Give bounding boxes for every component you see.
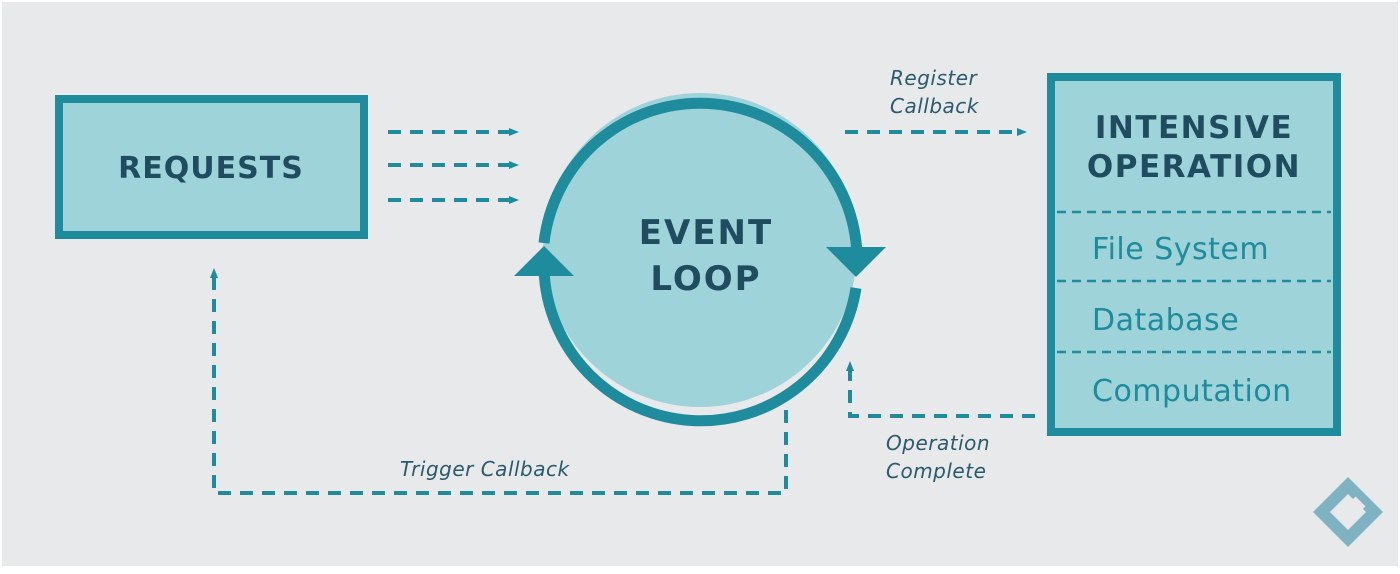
- requests-box: [55, 95, 368, 239]
- loop-arrow-down-icon: [826, 247, 886, 277]
- requests-label: REQUESTS: [118, 151, 304, 186]
- operation-item-database: Database: [1092, 303, 1239, 338]
- trigger-callback-label: Trigger Callback: [400, 457, 571, 481]
- intensive-operation-node: INTENSIVE OPERATION File System Database…: [1047, 73, 1341, 436]
- intensive-operation-title-line1: INTENSIVE: [1095, 110, 1293, 146]
- operation-item-file-system: File System: [1092, 232, 1269, 267]
- event-loop-label-line1: EVENT: [639, 213, 773, 253]
- register-callback-label-line2: Callback: [890, 94, 980, 118]
- logo-notch: [1348, 496, 1366, 514]
- loop-arrow-up-icon: [514, 246, 574, 276]
- trigger-callback-edge: Trigger Callback: [210, 268, 788, 495]
- register-callback-label-line1: Register: [890, 66, 979, 90]
- intensive-operation-box: [1047, 73, 1341, 436]
- logo-shape: [1313, 477, 1383, 547]
- operation-complete-label-line1: Operation: [886, 431, 990, 455]
- event-loop-label-line2: LOOP: [650, 259, 761, 299]
- event-loop-node: EVENT LOOP: [514, 93, 886, 427]
- event-loop-circle: [543, 93, 857, 407]
- operation-complete-edge: Operation Complete: [846, 361, 1035, 483]
- operation-complete-arrow: [846, 361, 1035, 418]
- requests-node: REQUESTS: [55, 95, 368, 239]
- event-loop-arc-bottom: [538, 269, 862, 427]
- diamond-logo-icon: [1313, 477, 1383, 547]
- operation-item-computation: Computation: [1092, 374, 1292, 409]
- event-loop-arc-top: [538, 97, 863, 257]
- intensive-operation-title-line2: OPERATION: [1087, 149, 1301, 185]
- register-callback-edge: Register Callback: [845, 66, 1027, 136]
- operation-complete-label-line2: Complete: [886, 459, 986, 483]
